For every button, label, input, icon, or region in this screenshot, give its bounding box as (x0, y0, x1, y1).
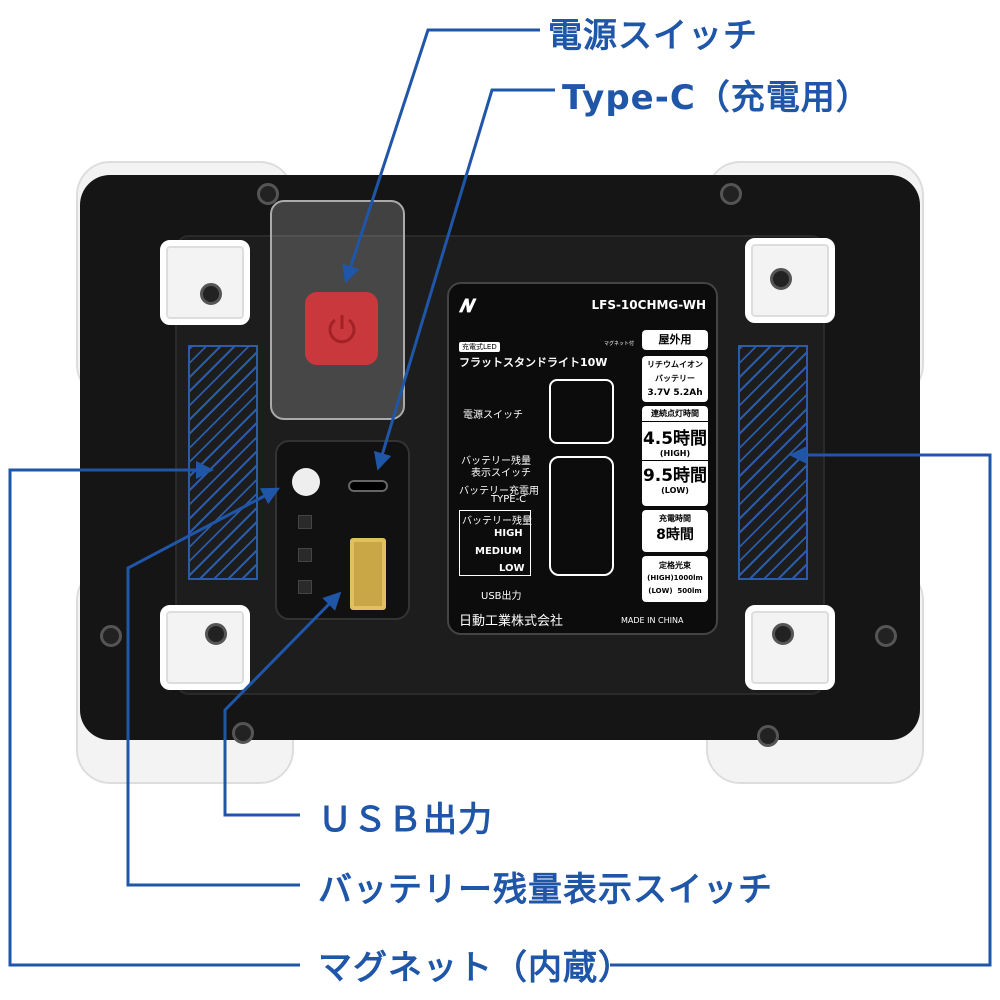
runtime-spec: 連続点灯時間 4.5時間 (HIGH) 9.5時間 (LOW) (642, 406, 708, 506)
battery-spec-2: バッテリー (655, 374, 695, 383)
port-diagram (549, 456, 614, 576)
callout-line-magnet-left (8, 461, 300, 967)
label-charge-port-1: バッテリー充電用 (459, 486, 539, 497)
led-medium (298, 548, 312, 562)
runtime-low: 9.5時間 (642, 460, 708, 486)
origin: MADE IN CHINA (621, 616, 684, 625)
callout-battery-switch: バッテリー残量表示スイッチ (318, 870, 773, 910)
screw-icon (875, 625, 897, 647)
power-button[interactable] (305, 292, 378, 365)
lumen-title: 定格光束 (659, 561, 691, 570)
usb-port[interactable] (350, 538, 386, 610)
magnet-mark: マグネット付 (604, 341, 635, 347)
brand-logo: 𝑵 (459, 296, 473, 317)
runtime-high: 4.5時間 (642, 429, 708, 449)
callout-line-power (342, 28, 540, 284)
screw-icon (770, 268, 792, 290)
screw-icon (232, 722, 254, 744)
label-medium: MEDIUM (475, 546, 522, 557)
charge-title: 充電時間 (659, 514, 691, 523)
runtime-high-mode: (HIGH) (659, 449, 691, 458)
screw-icon (757, 725, 779, 747)
screw-icon (200, 283, 222, 305)
label-usb-out: USB出力 (481, 591, 522, 602)
screw-icon (205, 623, 227, 645)
label-power-switch: 電源スイッチ (463, 410, 523, 421)
callout-line-magnet-right (610, 446, 992, 967)
charge-spec: 充電時間 8時間 (642, 510, 708, 552)
screw-icon (772, 623, 794, 645)
product-tag: 充電式LED (459, 342, 500, 352)
battery-spec: リチウムイオン バッテリー 3.7V 5.2Ah (642, 356, 708, 402)
lumen-high: (HIGH)1000lm (647, 574, 703, 582)
product-name: フラットスタンドライト10W (459, 356, 608, 369)
led-high (298, 515, 312, 529)
callout-type-c: Type-C（充電用） (562, 78, 871, 118)
model-number: LFS-10CHMG-WH (591, 298, 706, 312)
led-low (298, 580, 312, 594)
label-low: LOW (499, 563, 525, 574)
callout-line-typec (373, 88, 555, 471)
battery-spec-1: リチウムイオン (647, 360, 703, 369)
outdoor-badge: 屋外用 (642, 330, 708, 350)
screw-icon (100, 625, 122, 647)
corner-cap (160, 240, 250, 325)
label-battery-switch-1: バッテリー残量 (461, 456, 531, 467)
label-charge-port-2: TYPE-C (491, 494, 527, 505)
callout-line-usb (223, 591, 342, 817)
callout-usb-out: ＵＳＢ出力 (318, 800, 493, 840)
callout-line-battery-switch (126, 487, 300, 887)
callout-magnet: マグネット（内蔵） (318, 948, 633, 988)
label-battery-switch-2: 表示スイッチ (471, 468, 531, 479)
spec-label: 𝑵 LFS-10CHMG-WH 充電式LED フラットスタンドライト10W マグ… (447, 282, 718, 635)
battery-level-box (459, 510, 531, 576)
power-switch-diagram (549, 379, 614, 444)
corner-cap (160, 605, 250, 690)
type-c-port[interactable] (348, 480, 388, 492)
power-icon (328, 314, 355, 343)
screw-icon (720, 183, 742, 205)
corner-cap (745, 605, 835, 690)
battery-indicator-button[interactable] (292, 468, 320, 496)
label-high: HIGH (494, 528, 523, 539)
runtime-low-mode: (LOW) (661, 486, 689, 495)
screw-icon (257, 183, 279, 205)
lumen-spec: 定格光束 (HIGH)1000lm (LOW) 500lm (642, 556, 708, 602)
callout-power-switch: 電源スイッチ (548, 16, 758, 56)
charge-time: 8時間 (656, 527, 694, 543)
company-name: 日動工業株式会社 (459, 614, 564, 629)
label-battery-level: バッテリー残量 (462, 516, 532, 527)
lumen-low: (LOW) 500lm (648, 587, 702, 595)
battery-spec-3: 3.7V 5.2Ah (647, 388, 703, 398)
runtime-title: 連続点灯時間 (642, 406, 708, 422)
